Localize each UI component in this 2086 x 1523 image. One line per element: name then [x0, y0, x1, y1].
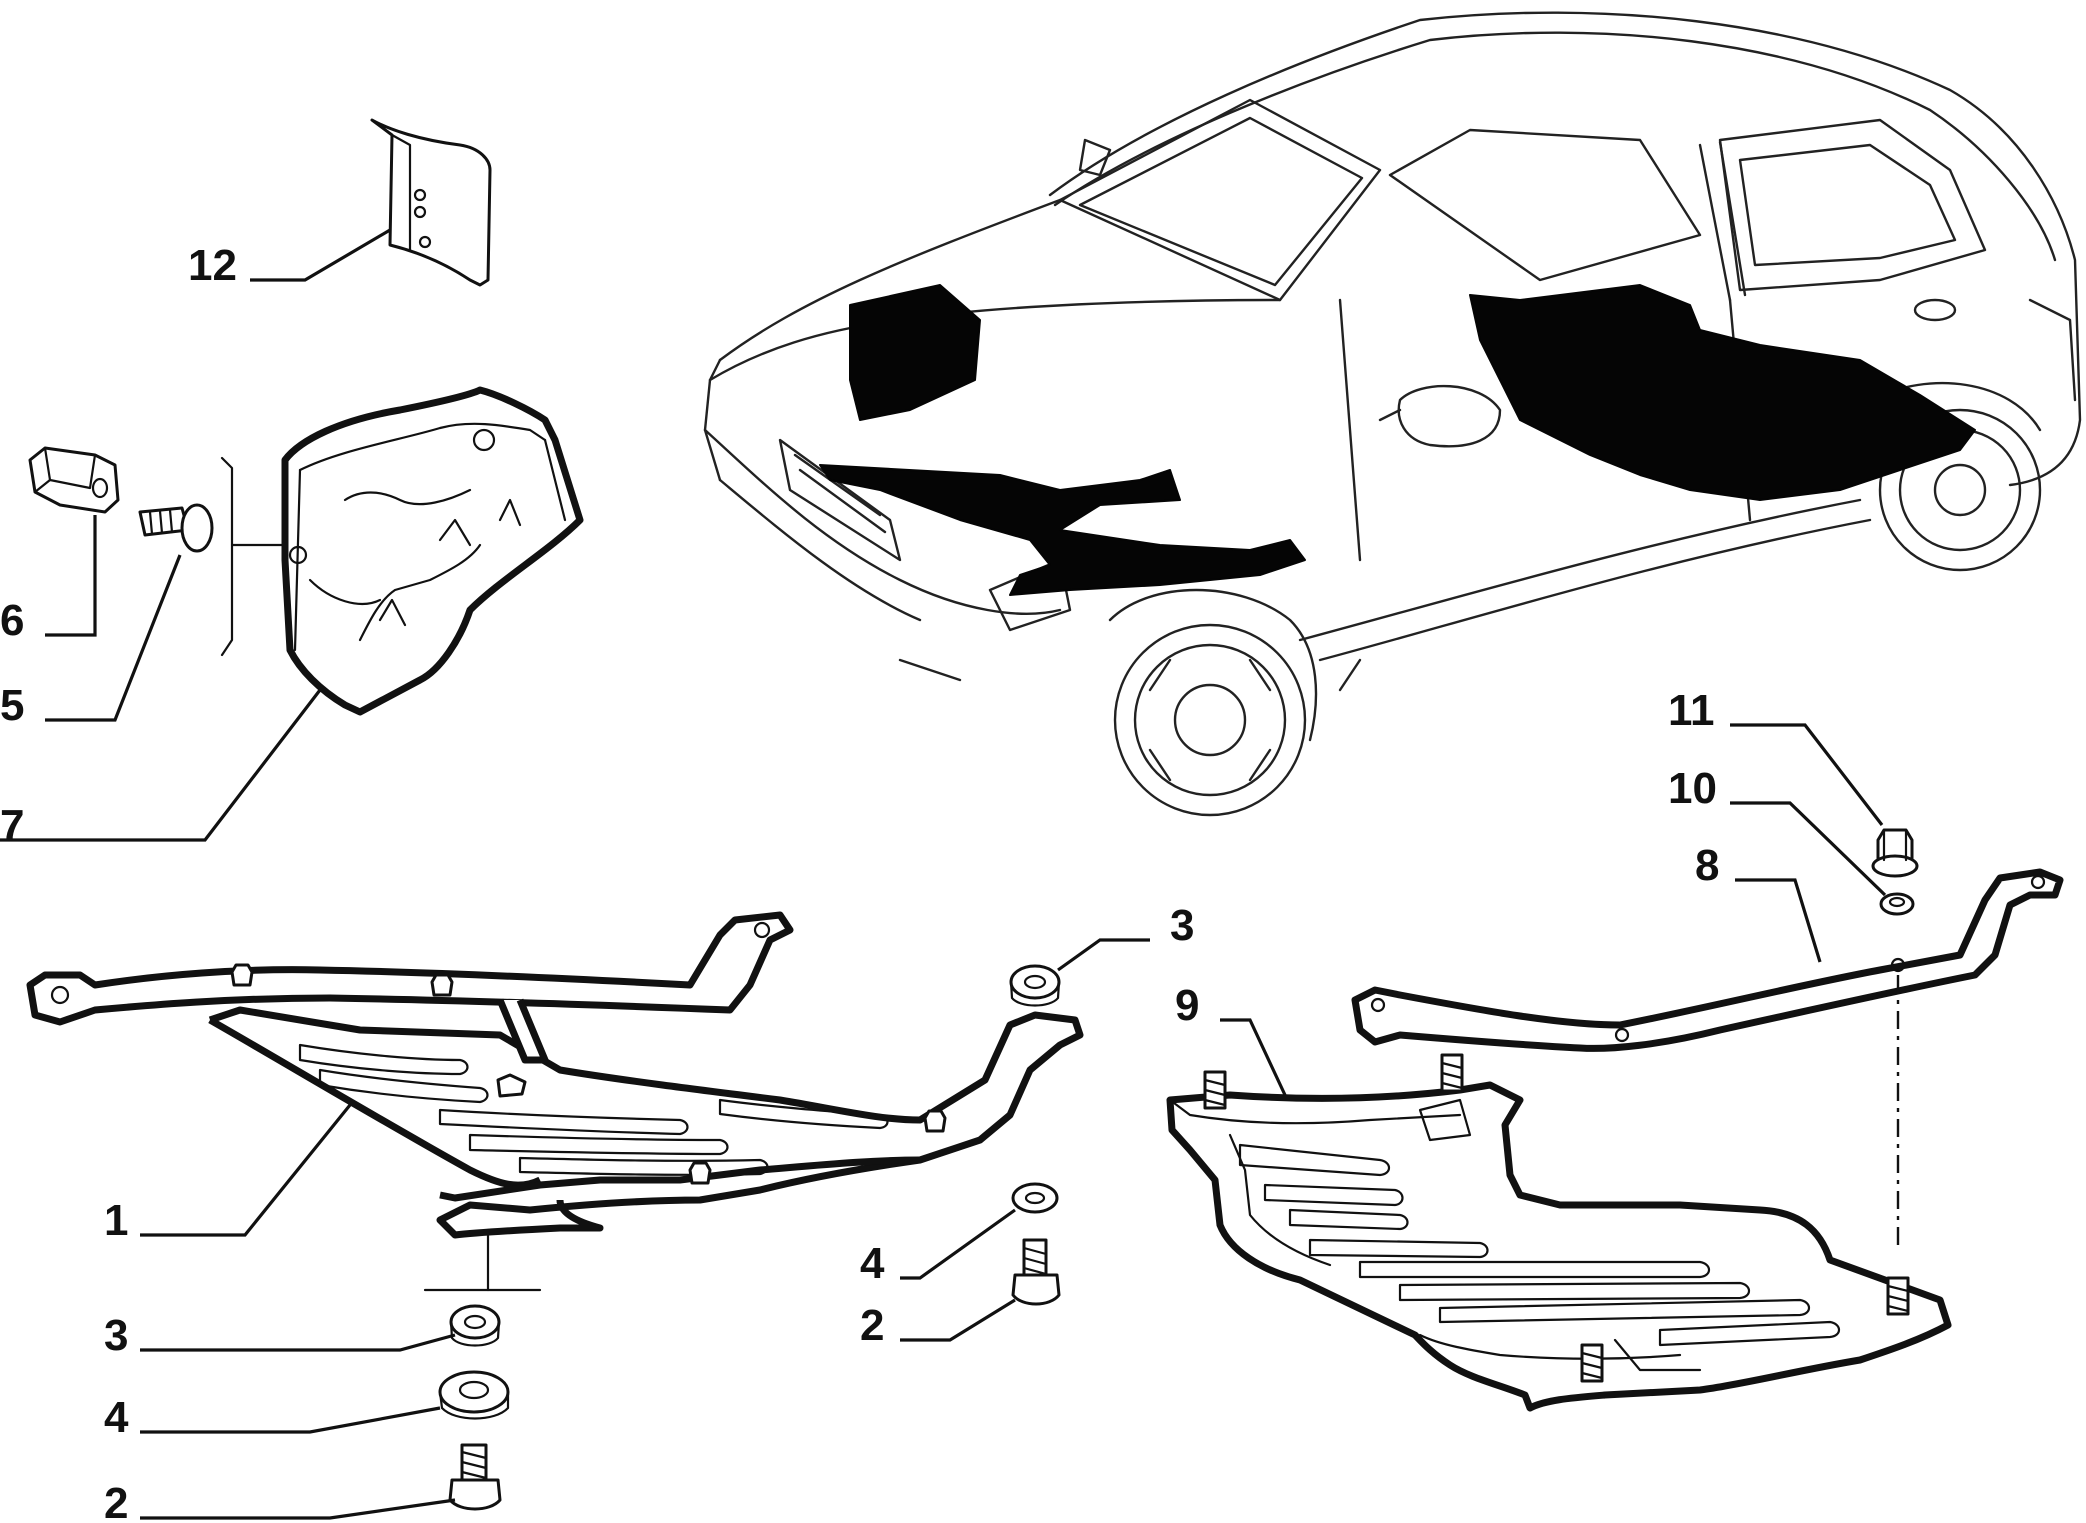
- callout-3-lower-left: 3: [104, 1311, 128, 1360]
- callout-4-middle: 4: [860, 1239, 885, 1288]
- callout-9: 9: [1175, 981, 1199, 1030]
- callout-3-middle: 3: [1170, 901, 1194, 950]
- front-underbody-highlight: [819, 464, 1306, 596]
- grouping-bracket: [220, 456, 234, 657]
- part-12-heat-shield: [250, 118, 492, 287]
- callout-8: 8: [1695, 841, 1719, 890]
- callout-1: 1: [104, 1196, 128, 1245]
- part-7-engine-shield: [0, 386, 584, 842]
- car-illustration: [703, 11, 2082, 817]
- callout-5: 5: [0, 681, 24, 730]
- rear-underbody-highlight: [1469, 284, 1976, 501]
- part-9-rear-skid-plate: [1166, 1018, 1952, 1412]
- callout-10: 10: [1668, 764, 1717, 813]
- part-8-support-bracket: [1351, 868, 2064, 1250]
- part-2-bolt-lower-left: [140, 1443, 502, 1520]
- part-5-screw: [45, 503, 214, 722]
- part-4-washer-middle: [900, 1182, 1059, 1280]
- part-3-nut-lower-left: [140, 1304, 501, 1352]
- part-3-nut-middle: [1009, 938, 1150, 1007]
- callout-6: 6: [0, 596, 24, 645]
- callout-11: 11: [1668, 686, 1715, 735]
- callout-4-lower-left: 4: [104, 1393, 129, 1442]
- part-11-flange-nut: [1730, 723, 1919, 878]
- part-10-washer: [1730, 801, 1915, 916]
- part-6-clip: [28, 446, 120, 637]
- callout-2-lower-left: 2: [104, 1479, 128, 1523]
- part-1-front-skid-plate: [26, 911, 1084, 1292]
- callout-labels: 12 6 5 7 1 3 4 2 3 4 2 9 8 10 11: [0, 241, 1719, 1523]
- callout-7: 7: [0, 801, 24, 850]
- part-4-washer-lower-left: [140, 1370, 510, 1434]
- part-2-bolt-middle: [900, 1238, 1061, 1342]
- callout-12: 12: [188, 241, 237, 290]
- engine-shield-highlight: [849, 284, 981, 421]
- callout-2-middle: 2: [860, 1301, 884, 1350]
